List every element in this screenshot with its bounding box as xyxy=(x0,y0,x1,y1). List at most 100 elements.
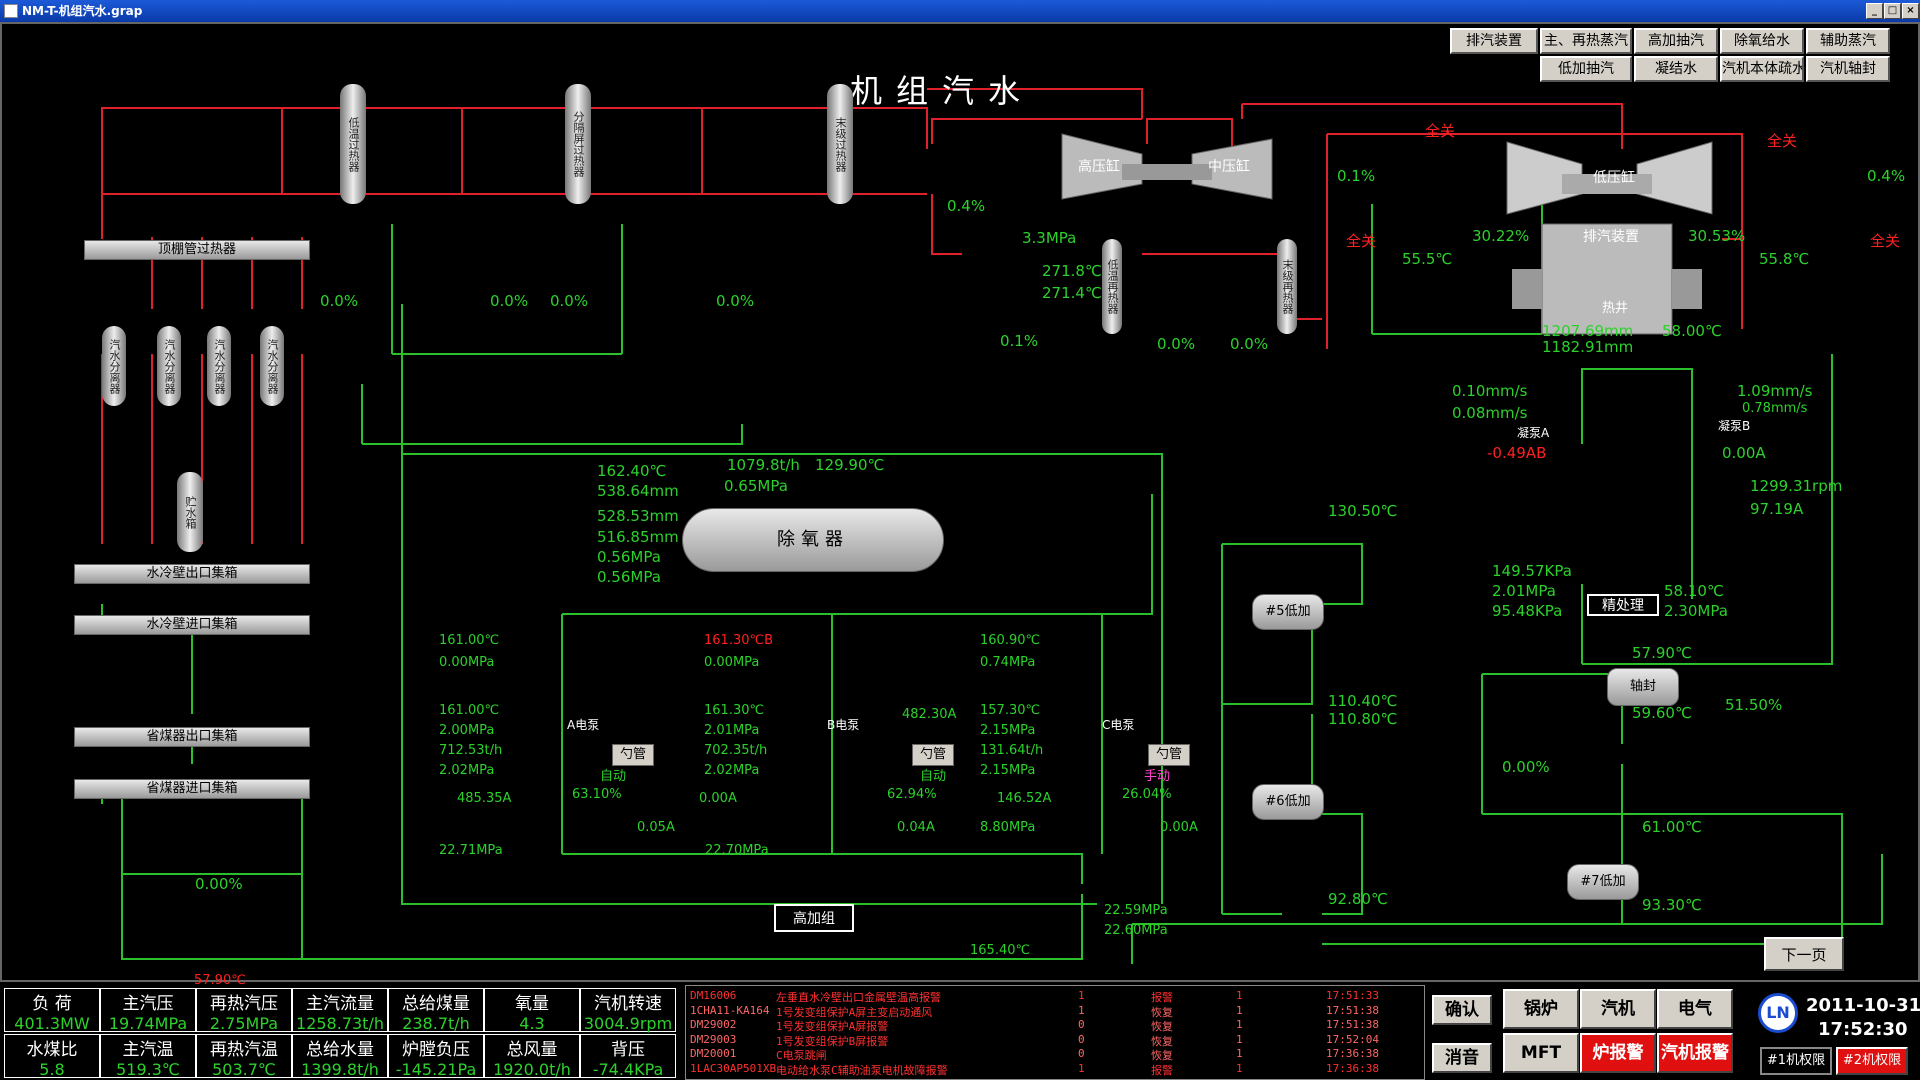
process-diagram: 机组汽水 排汽装置 主、再热蒸汽 高加抽汽 除氧给水 辅助蒸汽 低加抽汽 凝结水… xyxy=(0,22,1920,987)
param-label: 再热汽压 xyxy=(210,994,278,1014)
unit2-authority-button[interactable]: #2机权限 xyxy=(1836,1047,1908,1075)
page-title: 机组汽水 xyxy=(849,72,1034,110)
alarm-state: 报警 xyxy=(1151,991,1173,1004)
lp-right-pct: 0.4% xyxy=(1867,167,1906,185)
nav-gland-seal[interactable]: 汽机轴封 xyxy=(1806,56,1890,82)
alarm-a: 1 xyxy=(1078,1061,1085,1075)
pb-tube-button[interactable]: 勺管 xyxy=(912,744,954,766)
da-pressure: 0.65MPa xyxy=(724,477,788,495)
hp-heater-group-button[interactable]: 高加组 xyxy=(774,904,854,932)
param-label: 主汽温 xyxy=(122,1040,174,1060)
minimize-button[interactable]: _ xyxy=(1866,3,1883,19)
da-temp-2: 129.90℃ xyxy=(815,456,885,474)
lp-heater-5: #5低加 xyxy=(1252,594,1324,630)
alarm-text: 1号发变组保护A屏报警 xyxy=(776,1020,889,1033)
da-level-2: 528.53mm xyxy=(597,507,679,525)
boiler-alarm-button[interactable]: 炉报警 xyxy=(1580,1033,1656,1073)
param-value: 2.75MPa xyxy=(209,1014,279,1033)
mute-button[interactable]: 消音 xyxy=(1432,1043,1492,1073)
lp-pct-right: 30.53% xyxy=(1688,227,1746,245)
time-display: 17:52:30 xyxy=(1818,1019,1908,1040)
alarm-text: 左垂直水冷壁出口金属壁温高报警 xyxy=(776,991,941,1004)
lt-reheater: 低温再热器 xyxy=(1102,239,1122,334)
alarm-time: 17:36:38 xyxy=(1326,1047,1379,1060)
pb-temp: 161.30℃B xyxy=(704,633,774,648)
param-label: 水煤比 xyxy=(26,1040,78,1060)
da-level: 538.64mm xyxy=(597,482,679,500)
alarm-a: 1 xyxy=(1078,1003,1085,1017)
nav-exhaust[interactable]: 排汽装置 xyxy=(1450,28,1538,54)
lt-superheater: 低温过热器 xyxy=(340,84,366,204)
lp-right-top-status: 全关 xyxy=(1767,132,1798,150)
pb-pressure: 0.00MPa xyxy=(704,655,760,670)
pa-pressure-3: 2.02MPa xyxy=(439,763,495,778)
pump-b-label: B电泵 xyxy=(827,718,860,732)
alarm-code: DM16006 xyxy=(690,989,737,1002)
pc-tube-button[interactable]: 勺管 xyxy=(1148,744,1190,766)
param-value: 4.3 xyxy=(519,1014,545,1033)
param-label: 总给煤量 xyxy=(402,994,470,1014)
pc-outlet: 8.80MPa xyxy=(980,820,1036,835)
param-label: 总给水量 xyxy=(306,1040,374,1060)
feedwater-valve-pct: 0.00% xyxy=(195,875,243,893)
param-value: 503.7℃ xyxy=(212,1060,276,1079)
polishing-button[interactable]: 精处理 xyxy=(1587,594,1659,616)
separator-1: 汽水分离器 xyxy=(102,326,126,406)
cond-pressure-3: 95.48KPa xyxy=(1492,602,1563,620)
nav-main-steam[interactable]: 主、再热蒸汽 xyxy=(1540,28,1632,54)
pc-current: 146.52A xyxy=(997,791,1052,806)
nav-hp-extraction[interactable]: 高加抽汽 xyxy=(1634,28,1718,54)
rh-pressure: 3.3MPa xyxy=(1022,229,1077,247)
lp-temp-right: 55.8℃ xyxy=(1759,250,1810,268)
param-label: 主汽压 xyxy=(122,994,174,1014)
pc-flow: 131.64t/h xyxy=(980,743,1044,758)
alarm-text: 1号发变组保护A屏主变启动通风 xyxy=(776,1005,933,1019)
electric-button[interactable]: 电气 xyxy=(1657,989,1733,1029)
next-page-button[interactable]: 下一页 xyxy=(1764,937,1844,971)
lp-heater-7: #7低加 xyxy=(1567,864,1639,900)
param-cell: 背压-74.4KPa xyxy=(580,1034,676,1079)
valve-pct-4: 0.0% xyxy=(716,292,755,310)
rh-temp-2: 271.4℃ xyxy=(1042,284,1102,302)
nav-deaerator-feed[interactable]: 除氧给水 xyxy=(1720,28,1804,54)
cond-a-vib-1: 0.10mm/s xyxy=(1452,382,1528,400)
cond-b-vib-2: 0.78mm/s xyxy=(1742,401,1808,416)
economizer-outlet: 省煤器出口集箱 xyxy=(74,727,310,747)
alarm-code: 1CHA11-KA164 xyxy=(690,1003,770,1017)
valve-pct-3: 0.0% xyxy=(550,292,589,310)
lp-left-top-status: 全关 xyxy=(1425,122,1456,140)
alarm-code: DM29003 xyxy=(690,1032,737,1046)
nav-aux-steam[interactable]: 辅助蒸汽 xyxy=(1806,28,1890,54)
nav-lp-extraction[interactable]: 低加抽汽 xyxy=(1540,56,1632,82)
turbine-button[interactable]: 汽机 xyxy=(1580,989,1656,1029)
hotwell: 热井 xyxy=(1602,301,1629,316)
hpg-pressure-2: 22.60MPa xyxy=(1104,923,1168,938)
turbine-alarm-button[interactable]: 汽机报警 xyxy=(1657,1033,1733,1073)
confirm-button[interactable]: 确认 xyxy=(1432,995,1492,1025)
alarm-b: 1 xyxy=(1236,1032,1243,1046)
mft-button[interactable]: MFT xyxy=(1503,1033,1579,1073)
pa-tube-button[interactable]: 勺管 xyxy=(612,744,654,766)
maximize-button[interactable]: □ xyxy=(1884,3,1901,19)
pb-current: 0.00A xyxy=(699,791,737,806)
param-label: 汽机转速 xyxy=(594,994,662,1014)
lp7-temp-2: 93.30℃ xyxy=(1642,896,1702,914)
nav-condensate[interactable]: 凝结水 xyxy=(1634,56,1718,82)
lp-cylinder: 低压缸 xyxy=(1593,170,1635,186)
pc-pressure-2: 2.15MPa xyxy=(980,723,1036,738)
unit1-authority-button[interactable]: #1机权限 xyxy=(1760,1047,1832,1075)
close-button[interactable]: × xyxy=(1902,3,1919,19)
alarm-state: 恢复 xyxy=(1151,1049,1173,1062)
param-label: 总风量 xyxy=(506,1040,558,1060)
boiler-button[interactable]: 锅炉 xyxy=(1503,989,1579,1029)
pipe-network xyxy=(101,88,1883,964)
nav-turbine-drain[interactable]: 汽机本体疏水 xyxy=(1720,56,1804,82)
storage-tank: 贮水箱 xyxy=(177,472,203,552)
